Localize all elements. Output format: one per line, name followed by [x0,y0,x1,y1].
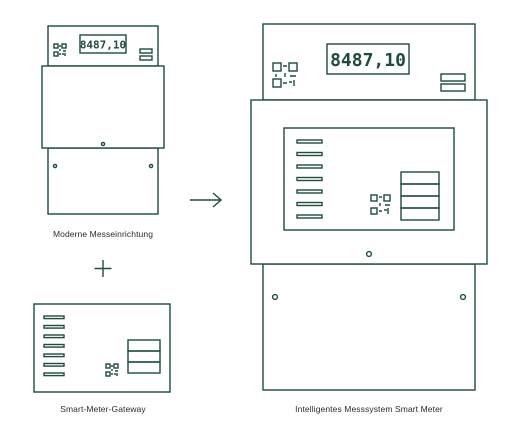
gateway-module-stack [127,339,161,374]
smart-meter-gateway-panel [283,127,455,231]
modern-meter-qr-icon [53,43,67,57]
modern-meter-cover [41,65,165,149]
gateway-qr-icon [105,363,119,377]
gateway-body [33,303,171,393]
gateway-slots [43,315,65,377]
smart-meter-gateway-slots [296,139,323,219]
modern-meter-screw-right [148,163,154,169]
arrow-right-icon [190,192,223,208]
modern-meter: 8487,10 [41,25,165,215]
smart-meter-screw-left [271,293,279,301]
modern-meter-reading: 8487,10 [80,39,126,52]
smart-meter-button-bottom [440,83,466,92]
caption-moderne-messeinrichtung: Moderne Messeinrichtung [52,229,154,239]
smart-meter-button-top [440,73,466,82]
smart-meter-display [326,43,410,75]
modern-meter-cover-screw [100,141,106,147]
smart-meter-qr-icon [272,62,298,88]
smart-meter: 8487,10 [250,23,488,391]
plus-icon [94,260,112,277]
caption-intelligentes-messsystem: Intelligentes Messsystem Smart Meter [295,404,443,414]
gateway-device [33,303,171,393]
modern-meter-lower-body [47,147,159,215]
smart-meter-screw-right [459,293,467,301]
smart-meter-gateway-qr-icon [370,194,391,215]
smart-meter-reading: 8487,10 [330,50,406,71]
smart-meter-module-stack [400,171,440,221]
modern-meter-display [79,34,127,54]
caption-smart-meter-gateway: Smart-Meter-Gateway [60,404,146,414]
smart-meter-display-panel [262,23,476,101]
modern-meter-button-bottom [139,55,153,61]
smart-meter-lower-body [262,263,476,391]
modern-meter-screw-left [52,163,58,169]
smart-meter-cover-screw [365,250,373,258]
modern-meter-button-top [139,48,153,54]
